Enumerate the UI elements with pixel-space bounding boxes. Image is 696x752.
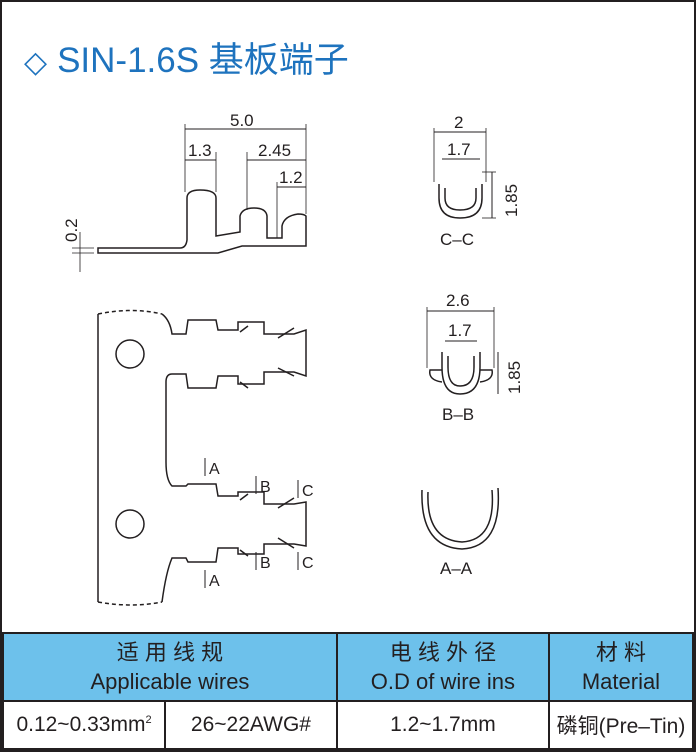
dim-right-inner: 1.2	[279, 168, 303, 187]
mm2-sup: 2	[145, 714, 152, 726]
bb-label: B–B	[442, 405, 474, 424]
dim-overall: 5.0	[230, 111, 254, 130]
technical-drawing: 5.0 1.3 2.45 1.2 0.2 2 1.7 1.85 C–C	[62, 111, 524, 606]
header-en: O.D of wire ins	[370, 669, 516, 694]
bb-width: 2.6	[446, 291, 470, 310]
header-material: 材 料 Material	[547, 632, 694, 702]
header-en: Applicable wires	[90, 669, 250, 694]
header-cn: 电 线 外 径	[389, 640, 497, 665]
table-header-row: 适 用 线 规 Applicable wires 电 线 外 径 O.D of wi…	[2, 632, 694, 702]
cell-material: 磷铜(Pre–Tin)	[547, 700, 694, 750]
mm2-value: 0.12~0.33mm	[16, 713, 146, 736]
marker-b-top: B	[260, 479, 271, 496]
side-view	[72, 124, 307, 272]
header-en: Material	[581, 669, 661, 694]
marker-b-bottom: B	[260, 555, 271, 572]
diamond-outline-icon: ◇	[24, 46, 48, 79]
cc-inner: 1.7	[447, 140, 471, 159]
section-aa	[421, 487, 500, 550]
dim-right: 2.45	[258, 141, 291, 160]
marker-c-bottom: C	[302, 555, 314, 572]
cell-od: 1.2~1.7mm	[335, 700, 550, 750]
bb-height: 1.85	[505, 361, 524, 394]
section-bb	[426, 307, 499, 395]
table-row: 0.12~0.33mm2 26~22AWG# 1.2~1.7mm 磷铜(Pre–…	[2, 700, 694, 750]
header-cn: 材 料	[595, 640, 647, 665]
header-od: 电 线 外 径 O.D of wire ins	[335, 632, 550, 702]
marker-a-top: A	[209, 461, 220, 478]
spec-table: 适 用 线 规 Applicable wires 电 线 外 径 O.D of wi…	[2, 632, 694, 750]
marker-a-bottom: A	[209, 573, 220, 590]
cell-awg: 26~22AWG#	[164, 700, 338, 750]
title-text: SIN-1.6S 基板端子	[57, 41, 349, 80]
dim-thickness: 0.2	[62, 218, 81, 242]
page-title: ◇ SIN-1.6S 基板端子	[24, 32, 349, 83]
cc-width: 2	[454, 113, 463, 132]
aa-label: A–A	[440, 559, 473, 578]
header-cn: 适 用 线 规	[116, 640, 224, 665]
cell-mm2: 0.12~0.33mm2	[2, 700, 166, 750]
strip-view	[97, 309, 307, 606]
section-cc	[433, 128, 496, 219]
header-applicable-wires: 适 用 线 规 Applicable wires	[2, 632, 338, 702]
cc-label: C–C	[440, 230, 474, 249]
cc-height: 1.85	[502, 184, 521, 217]
dim-left: 1.3	[188, 141, 212, 160]
marker-c-top: C	[302, 483, 314, 500]
bb-inner: 1.7	[448, 321, 472, 340]
